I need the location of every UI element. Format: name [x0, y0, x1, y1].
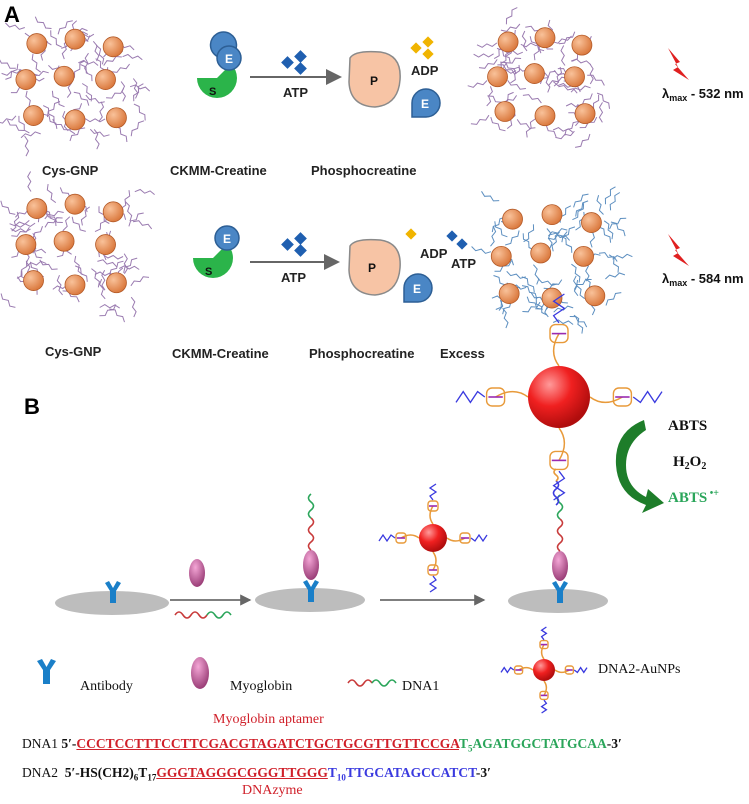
dna2-dnazyme-seq: GGGTAGGGCGGGTTGGG — [156, 765, 328, 780]
dna1-aptamer-seq: CCCTCCTTTCCTTCGACGTAGATCTGCTGCGTTGTTCCGA — [76, 736, 459, 751]
enzyme-substrate-complex-row1: E S — [197, 31, 242, 98]
label-ckmm-creatine-row1: CKMM-Creatine — [170, 163, 267, 178]
dna2-aunp-bound — [455, 293, 663, 501]
dna1-prefix: 5′- — [61, 736, 77, 751]
label-phosphocreatine-row1: Phosphocreatine — [311, 163, 416, 178]
dna2-tail-seq: TTGCATAGCCATCT — [345, 765, 476, 780]
lambda-max-row2: λmax - 584 nm — [662, 271, 744, 288]
svg-text:E: E — [225, 52, 233, 66]
lightning-bolt-icon-row1 — [668, 48, 689, 80]
svg-text:S: S — [205, 266, 212, 278]
dna1-tail-seq: AGATGGCTATGCAA — [472, 736, 607, 751]
cys-gnp-cluster-row2 — [0, 171, 155, 323]
enzyme-substrate-complex-row2: E S — [193, 225, 240, 278]
label-excess-row2: Excess — [440, 346, 485, 361]
gnp-cluster-dispersed-row1 — [467, 7, 610, 148]
adp-label-row2: ADP — [420, 246, 448, 261]
dna2-aunp-reagent — [378, 483, 488, 593]
svg-text:P: P — [370, 74, 378, 88]
myoglobin-aptamer-label: Myoglobin aptamer — [213, 712, 324, 727]
dna1-sequence-line: DNA1 5′-CCCTCCTTTCCTTCGACGTAGATCTGCTGCGT… — [22, 736, 622, 754]
dna1-suffix: -3′ — [606, 736, 622, 751]
free-enzyme-row1: E — [411, 88, 441, 118]
legend-dna1-label: DNA1 — [402, 679, 439, 694]
antibody-myoglobin-dna1-complex — [303, 493, 319, 602]
svg-text:E: E — [421, 97, 429, 111]
legend-dna1-icon-red — [347, 679, 373, 687]
atp-excess-label-row2: ATP — [451, 256, 476, 271]
atp-icon-row1 — [281, 50, 307, 75]
sandwich-complex — [552, 468, 568, 603]
catalysis-curved-arrow — [615, 420, 664, 513]
dna2-t-linker: T10 — [327, 765, 346, 783]
free-enzyme-row2: E — [403, 273, 433, 303]
label-cys-gnp-row1: Cys-GNP — [42, 163, 99, 178]
legend-antibody-icon — [37, 659, 56, 684]
adp-label-row1: ADP — [411, 63, 439, 78]
dna1-t-linker: T5 — [458, 736, 473, 754]
panel-a-letter: A — [4, 2, 20, 27]
dna2-prefix: 5′-HS(CH2)6T17 — [64, 765, 157, 783]
product-phosphocreatine-row1: P — [348, 50, 401, 108]
svg-text:S: S — [209, 86, 216, 98]
legend-dna1-icon-green — [371, 679, 397, 687]
atp-label-row2: ATP — [281, 270, 306, 285]
label-ckmm-creatine-row2: CKMM-Creatine — [172, 346, 269, 361]
abts-label: ABTS — [668, 418, 707, 434]
h2o2-label: H2O2 — [673, 454, 706, 472]
lightning-bolt-icon-row2 — [668, 234, 689, 266]
atp-excess-icon-row2 — [446, 230, 468, 250]
svg-text:E: E — [413, 282, 421, 296]
product-phosphocreatine-row2: P — [348, 238, 401, 296]
gnp-cluster-aggregated-row2 — [471, 186, 633, 334]
legend-myoglobin-label: Myoglobin — [230, 679, 292, 694]
antibody-step1 — [105, 581, 121, 603]
legend-dna2-aunp-label: DNA2-AuNPs — [598, 662, 680, 677]
myoglobin-reagent — [189, 559, 205, 587]
legend-myoglobin-icon — [191, 657, 209, 689]
dna1-name: DNA1 — [22, 736, 58, 751]
atp-label-row1: ATP — [283, 85, 308, 100]
adp-icon-row1 — [410, 36, 434, 60]
svg-text:P: P — [368, 261, 376, 275]
svg-text:E: E — [223, 232, 231, 246]
dna2-name: DNA2 — [22, 765, 58, 780]
adp-icon-row2 — [405, 228, 417, 240]
label-cys-gnp-row2: Cys-GNP — [45, 344, 102, 359]
dnazyme-label: DNAzyme — [242, 783, 303, 798]
abts-radical-label: ABTS •+ — [668, 488, 719, 506]
label-phosphocreatine-row2: Phosphocreatine — [309, 346, 414, 361]
lambda-max-row1: λmax - 532 nm — [662, 86, 744, 103]
dna2-suffix: -3′ — [475, 765, 491, 780]
dna1-reagent-tail — [206, 611, 232, 619]
dna2-sequence-line: DNA2 5′-HS(CH2)6T17GGGTAGGGCGGGTTGGGT10T… — [22, 765, 491, 783]
atp-icon-row2 — [281, 232, 307, 257]
panel-b-letter: B — [24, 394, 40, 419]
legend-antibody-label: Antibody — [80, 679, 133, 694]
dna1-reagent — [174, 611, 208, 619]
cys-gnp-cluster-row1 — [0, 16, 151, 157]
legend-dna2-aunp-icon — [500, 626, 588, 714]
